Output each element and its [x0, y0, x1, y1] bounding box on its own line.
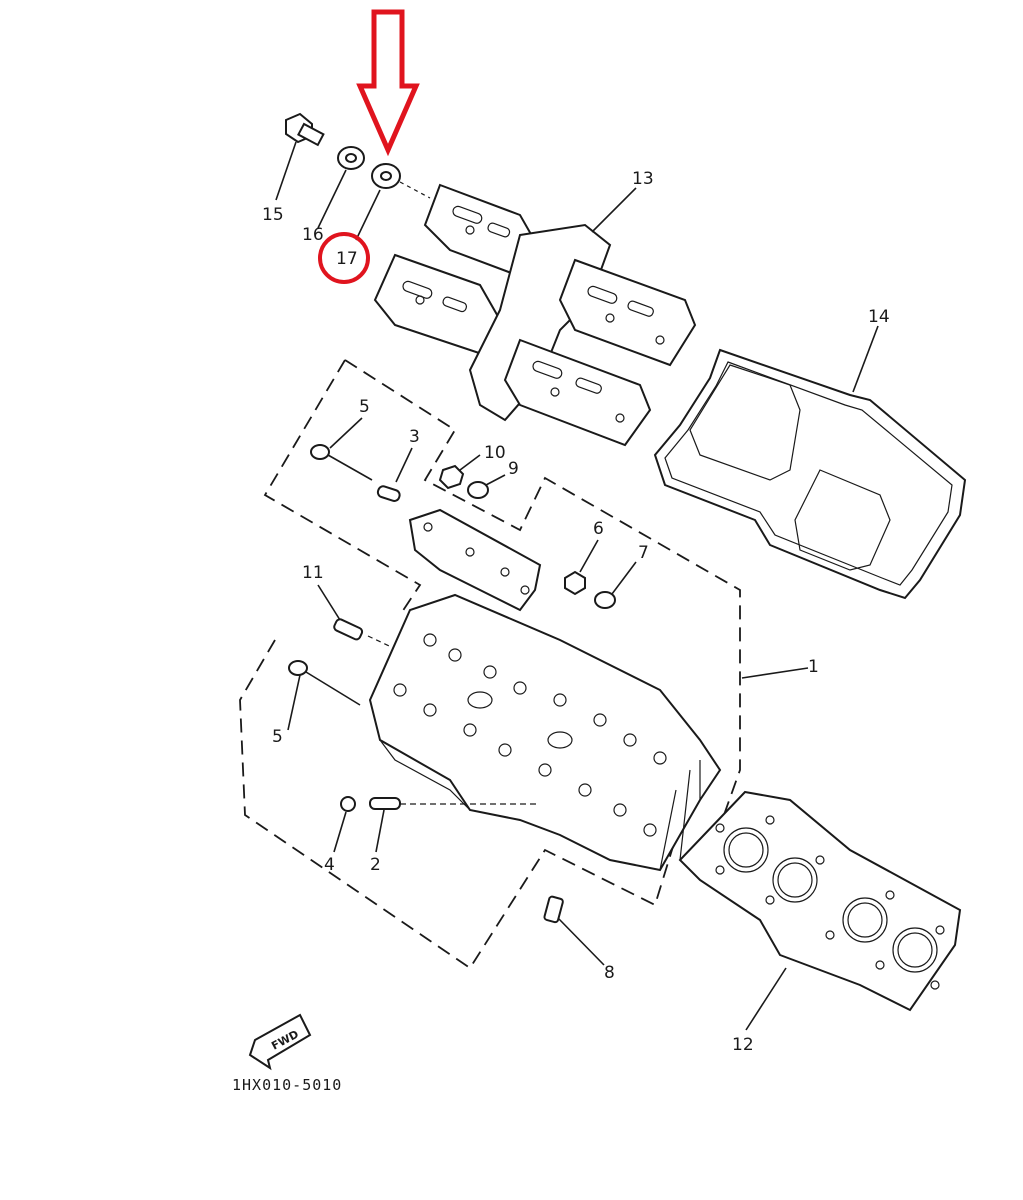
part-7-washer [594, 561, 637, 609]
label-part-5-lower: 5 [272, 727, 283, 747]
part-17-washer [355, 163, 431, 241]
part-3-dowel [376, 447, 413, 502]
part-10-nut [438, 454, 481, 490]
part-9-washer [467, 474, 506, 499]
label-part-15: 15 [262, 205, 284, 225]
label-part-12: 12 [732, 1035, 754, 1055]
label-part-2: 2 [370, 855, 381, 875]
label-part-1: 1 [808, 657, 819, 677]
label-part-14: 14 [868, 307, 890, 327]
group-outlines [239, 359, 741, 970]
diagram-part-code: 1HX010-5010 [232, 1076, 342, 1094]
part-13-cover [373, 183, 697, 447]
label-part-11: 11 [302, 563, 324, 583]
label-part-16: 16 [302, 225, 324, 245]
part-12-head-gasket [678, 790, 962, 1031]
highlight-arrow [356, 9, 420, 157]
part-6-bolt [564, 539, 599, 596]
label-part-17: 17 [336, 249, 358, 269]
callout-labels: 1 2 3 4 5 5 6 7 8 9 10 11 12 13 14 15 16… [262, 169, 890, 1055]
part-2-stud [369, 797, 540, 853]
label-part-10: 10 [484, 443, 506, 463]
label-part-7: 7 [638, 543, 649, 563]
part-14-gasket [653, 325, 967, 600]
part-4-nut [333, 796, 356, 853]
part-5-bolt-upper [310, 417, 373, 481]
part-1-cylinder-head [368, 593, 809, 872]
label-part-3: 3 [409, 427, 420, 447]
label-part-5-upper: 5 [359, 397, 370, 417]
part-5-bolt-lower [287, 660, 361, 731]
highlight-circle [318, 232, 370, 284]
label-part-13: 13 [632, 169, 654, 189]
label-part-4: 4 [324, 855, 335, 875]
cam-cap-block [408, 508, 542, 612]
label-part-9: 9 [508, 459, 519, 479]
label-part-6: 6 [593, 519, 604, 539]
label-part-8: 8 [604, 963, 615, 983]
fwd-arrow-icon: FWD [248, 1013, 312, 1071]
part-8-stud [543, 895, 605, 966]
part-15-bolt [275, 112, 325, 201]
part-16-washer [317, 146, 365, 229]
